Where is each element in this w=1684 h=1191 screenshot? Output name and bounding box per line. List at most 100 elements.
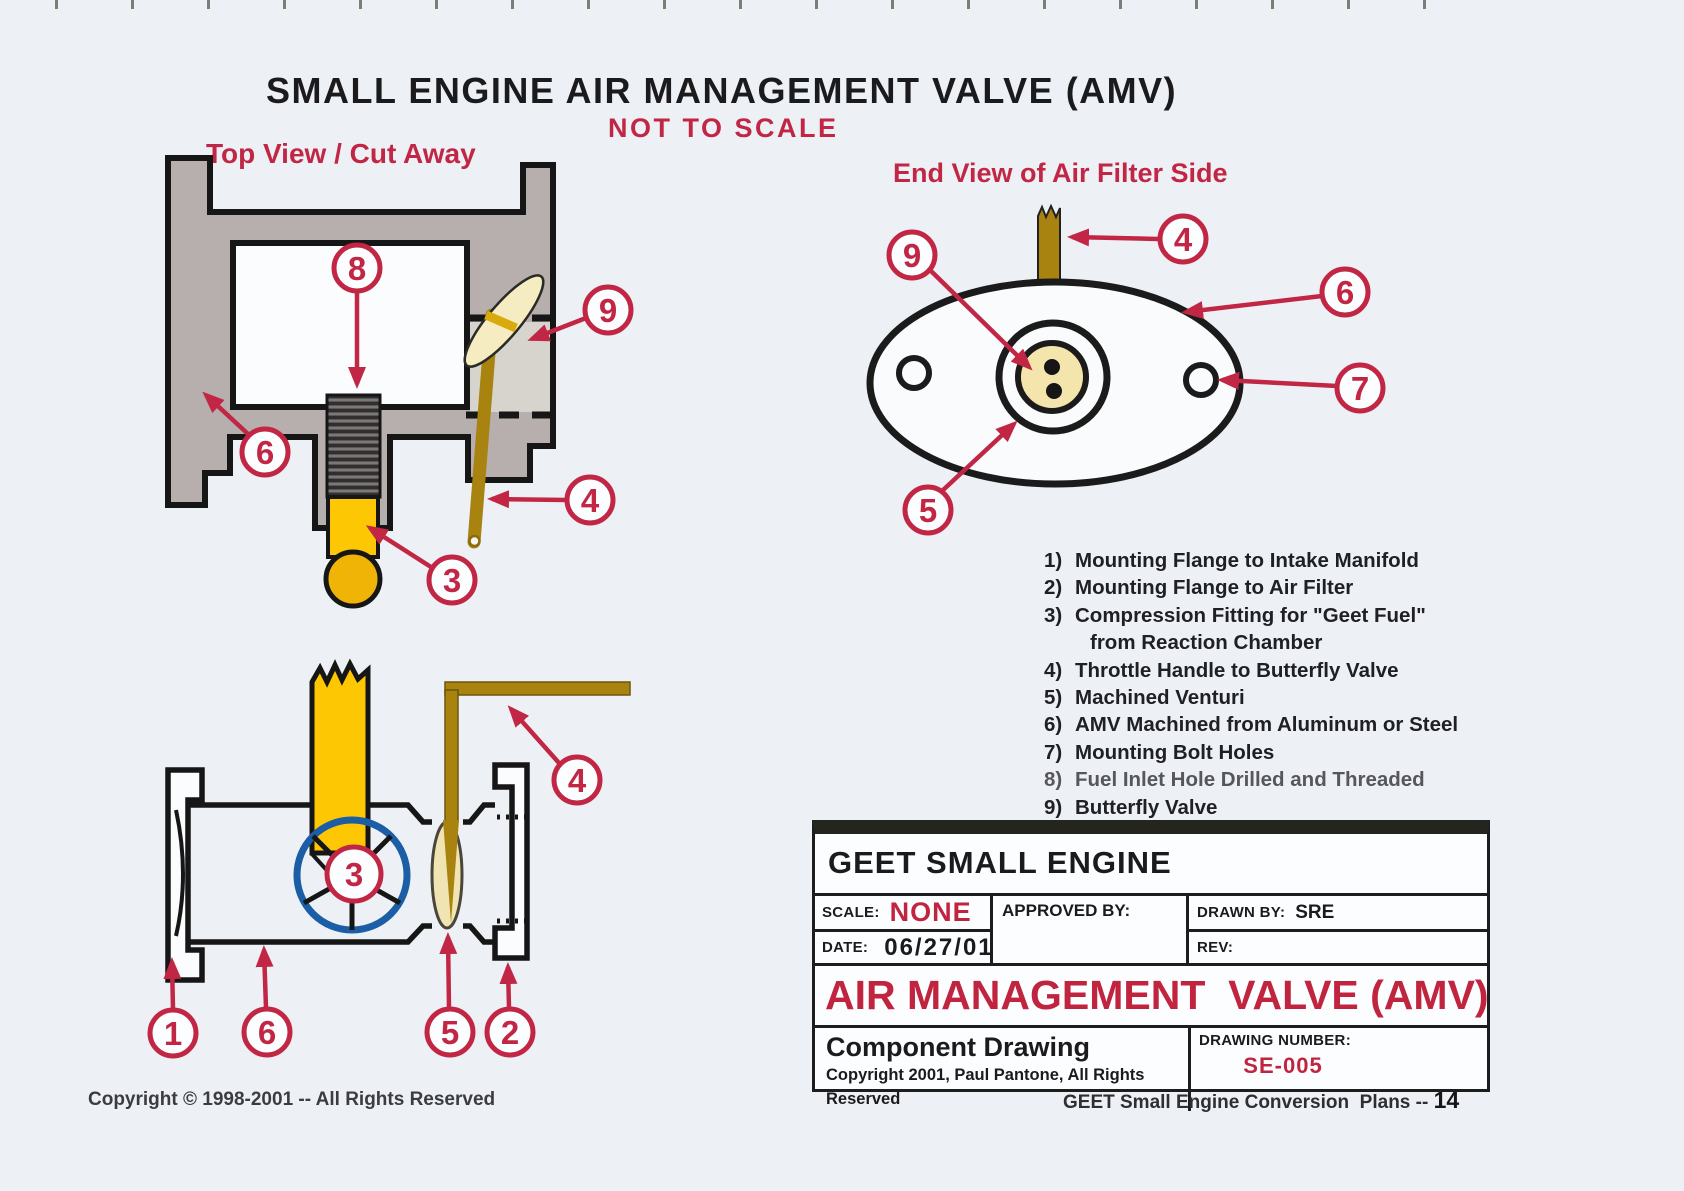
callout-5: 5 [902, 420, 1018, 536]
callout-4: 4 [507, 705, 603, 806]
footer-copyright: Copyright © 1998-2001 -- All Rights Rese… [88, 1089, 496, 1110]
title-block: GEET SMALL ENGINE SCALE: NONE DATE: 06/2… [812, 820, 1490, 1111]
callout-9: 9 [886, 229, 1033, 371]
throttle-handle-bar [444, 681, 631, 696]
drawing-number-value: SE-005 [1243, 1053, 1323, 1078]
callout-9: 9 [527, 284, 634, 342]
callout-5-number: 5 [441, 1014, 459, 1051]
callout-3-number: 3 [345, 856, 363, 893]
callout-3-number: 3 [443, 562, 461, 599]
callout-9-number: 9 [903, 237, 921, 274]
tube-wall-bottom [188, 923, 495, 945]
callout-7: 7 [1217, 362, 1386, 414]
bolt-hole-right [1183, 362, 1219, 398]
callout-9-number: 9 [599, 292, 617, 329]
throttle-handle-shaft [444, 689, 459, 823]
binding-perforation-ticks [55, 0, 1465, 9]
callout-8: 8 [331, 242, 383, 389]
callout-3: 3 [324, 844, 384, 904]
date-cell: DATE: 06/27/01 [815, 932, 994, 963]
rod-through-valve [484, 310, 518, 333]
legend-item-7: 7)Mounting Bolt Holes [1044, 740, 1275, 764]
end-view-diagram: 9 4 6 7 5 [866, 203, 1386, 536]
butterfly-shaft-dot-top [1044, 359, 1060, 375]
compression-fitting-body [326, 495, 380, 559]
rev-cell: REV: [1189, 932, 1487, 963]
scale-date-cells: SCALE: NONE DATE: 06/27/01 [815, 896, 993, 963]
document-type-cell: Component Drawing Copyright 2001, Paul P… [815, 1028, 1188, 1111]
legend-item-3: 3)Compression Fitting for "Geet Fuel" [1044, 603, 1426, 627]
drawn-rev-cells: DRAWN BY: SRE REV: [1189, 896, 1487, 963]
legend-item-2: 2)Mounting Flange to Air Filter [1044, 576, 1354, 600]
top-view-label: Top View / Cut Away [206, 138, 476, 169]
document-type: Component Drawing [826, 1032, 1090, 1062]
callout-4: 4 [1067, 213, 1209, 265]
legend-item-1: 1)Mounting Flange to Intake Manifold [1044, 549, 1419, 572]
page-title: SMALL ENGINE AIR MANAGEMENT VALVE (AMV) [266, 70, 1178, 111]
rev-label: REV: [1197, 939, 1234, 956]
date-value: 06/27/01 [884, 933, 994, 961]
intake-flange-left [165, 767, 205, 983]
intake-opening-arc [174, 809, 185, 937]
legend-item-5: 5)Machined Venturi [1044, 686, 1245, 710]
title-block-company: GEET SMALL ENGINE [815, 834, 1487, 896]
drawing-title: AIR MANAGEMENT VALVE (AMV) [815, 966, 1489, 1028]
callout-5: 5 [424, 932, 476, 1058]
approved-by-cell: APPROVED BY: [993, 896, 1189, 963]
callout-8-number: 8 [348, 250, 366, 287]
callout-6: 6 [241, 945, 293, 1058]
fitting-spokes [302, 834, 402, 930]
compression-fitting-nut [323, 549, 383, 609]
scale-value: NONE [889, 897, 972, 927]
parts-legend: 1)Mounting Flange to Intake Manifold 2)M… [1044, 547, 1524, 821]
drawn-by-value: SRE [1295, 901, 1335, 923]
footer-page-number: 14 [1433, 1087, 1460, 1113]
legend-item-4: 4)Throttle Handle to Butterfly Valve [1044, 658, 1399, 682]
callout-1: 1 [147, 957, 199, 1059]
callout-7-number: 7 [1351, 370, 1369, 407]
callout-2: 2 [484, 962, 536, 1058]
drawing-number-label: DRAWING NUMBER: [1199, 1032, 1351, 1049]
footer-plan-reference: GEET Small Engine Conversion Plans -- 14 [1063, 1087, 1459, 1114]
tube-wall-top [188, 802, 495, 825]
throttle-handle-stub [1037, 203, 1061, 287]
callout-4-number: 4 [1174, 221, 1193, 258]
callout-4-number: 4 [581, 482, 600, 519]
callout-6-number: 6 [258, 1014, 276, 1051]
footer-plan-text: GEET Small Engine Conversion Plans -- [1063, 1092, 1434, 1113]
side-view-diagram: 3 4 1 6 5 2 [147, 658, 631, 1059]
scale-cell: SCALE: NONE [815, 896, 990, 932]
legend-item-8: 8)Fuel Inlet Hole Drilled and Threaded [1044, 768, 1425, 792]
callout-6: 6 [202, 391, 291, 478]
callout-1-number: 1 [164, 1015, 182, 1052]
callout-5-number: 5 [919, 492, 937, 529]
legend-item-6: 6)AMV Machined from Aluminum or Steel [1044, 713, 1459, 737]
callout-6-number: 6 [1336, 274, 1354, 311]
not-to-scale-note: NOT TO SCALE [608, 113, 839, 143]
callout-4: 4 [487, 474, 616, 526]
title-block-copyright: Copyright 2001, Paul Pantone, All Rights… [826, 1066, 1145, 1108]
bolt-hole-left [896, 355, 932, 391]
legend-item-9: 9)Butterfly Valve [1044, 795, 1218, 819]
callout-3: 3 [365, 525, 478, 606]
drawing-number-cell: DRAWING NUMBER: SE-005 [1188, 1028, 1487, 1111]
airfilter-flange-right [492, 762, 530, 961]
drawn-by-cell: DRAWN BY: SRE [1189, 896, 1487, 932]
venturi-inner-bore [1015, 340, 1089, 414]
top-view-diagram: 8 9 6 4 3 [165, 155, 634, 609]
butterfly-shaft-taper [443, 820, 459, 923]
throttle-rod-hole [468, 534, 481, 548]
callout-6: 6 [1181, 266, 1371, 319]
date-label: DATE: [822, 939, 869, 956]
end-view-label: End View of Air Filter Side [893, 158, 1228, 188]
threaded-fuel-inlet [325, 393, 382, 499]
scale-label: SCALE: [822, 904, 880, 921]
fuel-inlet-tube [309, 658, 371, 856]
callout-6-number: 6 [256, 434, 274, 471]
callout-2-number: 2 [501, 1014, 519, 1051]
callout-4-number: 4 [568, 762, 587, 799]
legend-item-3-cont: from Reaction Chamber [1090, 631, 1323, 655]
drawn-by-label: DRAWN BY: [1197, 904, 1286, 921]
approved-by-label: APPROVED BY: [1002, 901, 1131, 920]
